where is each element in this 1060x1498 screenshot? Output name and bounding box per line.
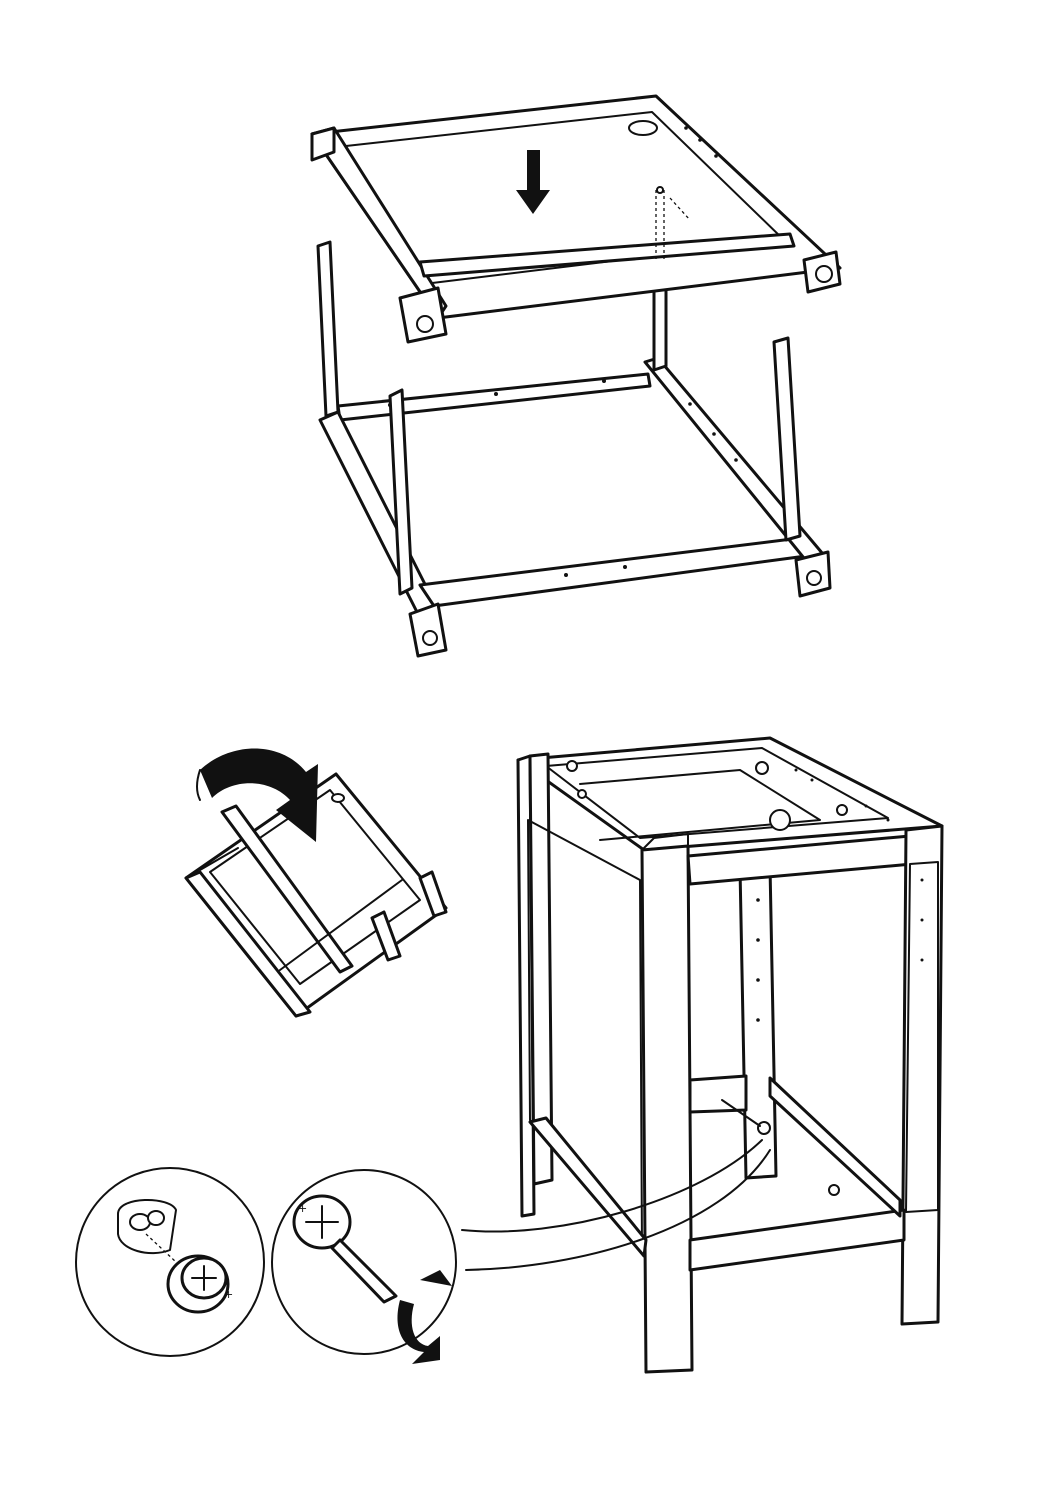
corner-front-left [410,604,446,656]
cam-lock-target [758,1122,770,1134]
cable-hole [629,121,657,135]
step-tighten-cam-locks: + + [76,738,942,1372]
plus-marker: + [224,1288,233,1301]
lower-frame [318,242,830,656]
detail-screwdriver: + [272,1170,456,1364]
screwdriver [332,1240,396,1302]
plus-marker: + [298,1202,307,1215]
leg-back-left [318,242,338,416]
rail-front-bottom [690,1210,904,1270]
post-front-left [642,846,692,1372]
rail-left-bottom [530,1118,646,1256]
rotate-clockwise-icon [397,1300,440,1364]
top-corner-front-left [400,288,446,342]
step-attach-top-frame [312,96,840,656]
detail-cam-insert: + [76,1168,264,1356]
top-frame [312,96,840,342]
rail-front [420,538,806,606]
top-panel [312,96,840,318]
cabinet-frame [518,738,942,1372]
step-flip-frame [186,749,446,1017]
